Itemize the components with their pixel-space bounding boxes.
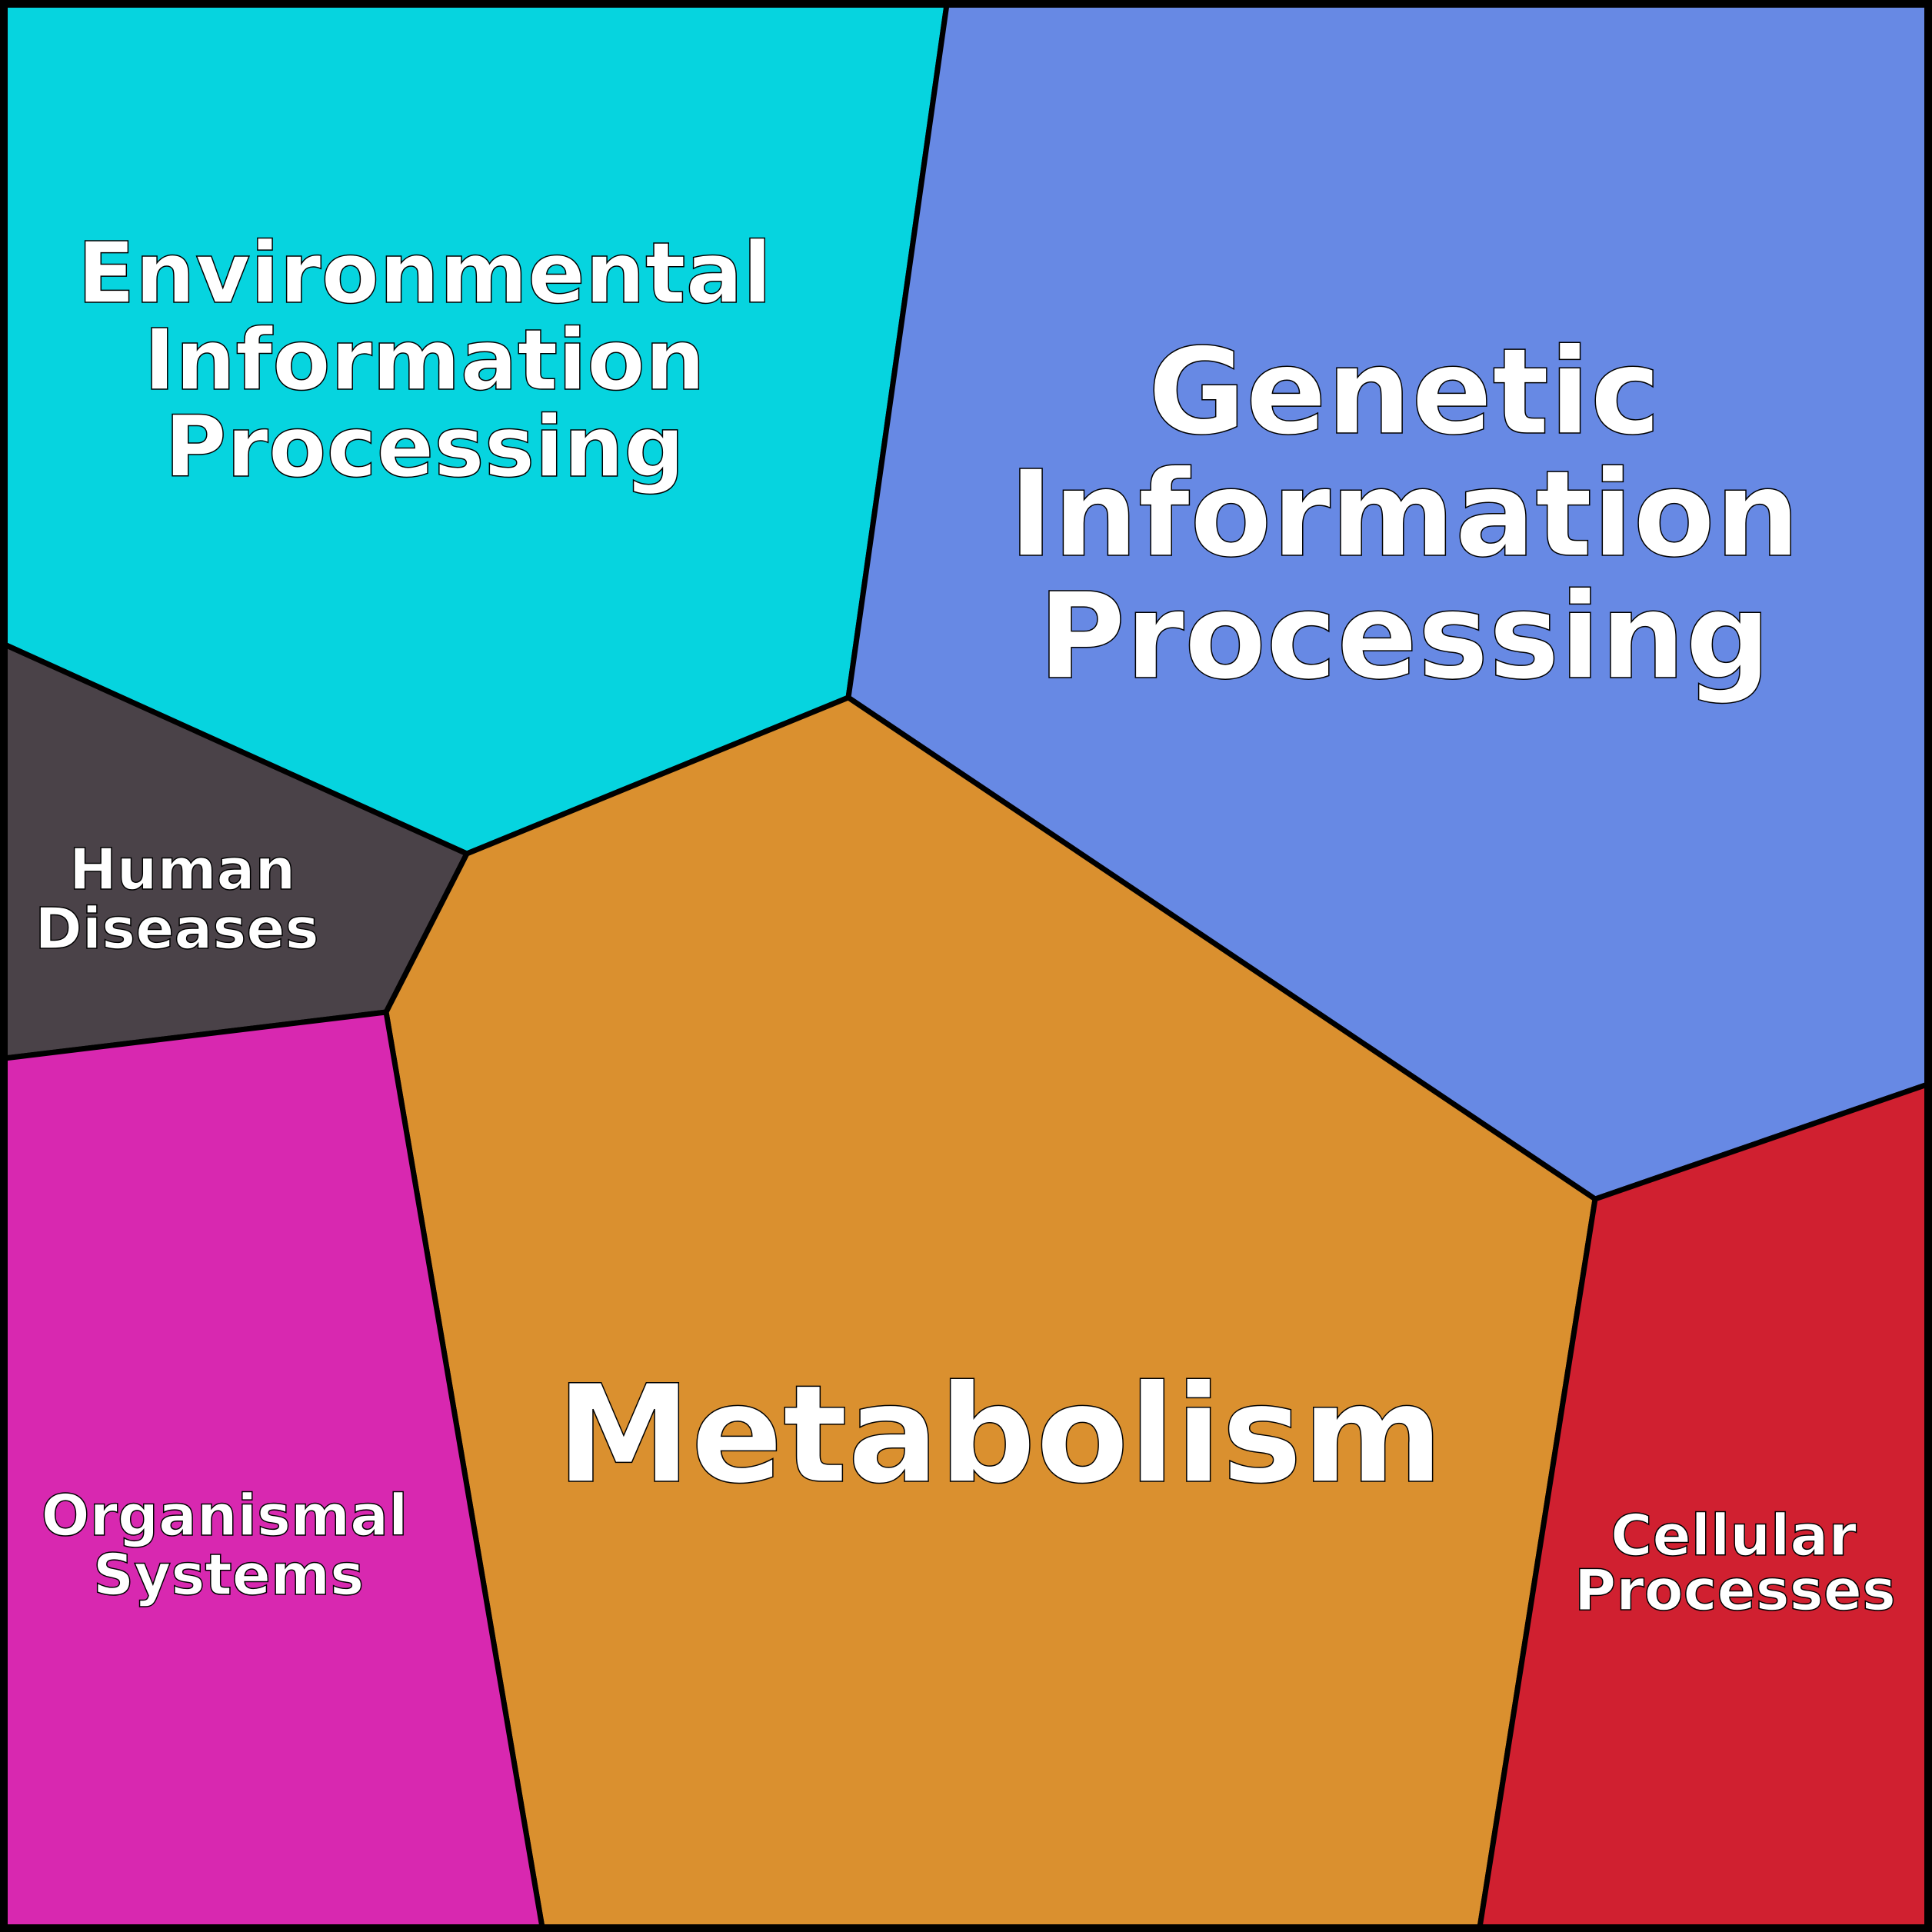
label-environmental-line1: Environmental [77, 224, 771, 322]
label-environmental-line3: Processing [165, 398, 685, 496]
label-metabolism: Metabolism [556, 1356, 1443, 1514]
label-genetic-line2: Information [1009, 445, 1800, 584]
label-organismal-line2: Systems [93, 1542, 364, 1608]
label-genetic-line1: Genetic [1148, 322, 1661, 461]
label-environmental-line2: Information [144, 311, 705, 409]
label-genetic-line3: Processing [1038, 567, 1770, 706]
label-human-line2: Diseases [35, 896, 318, 962]
label-cellular-line2: Processes [1574, 1557, 1896, 1624]
label-human-line1: Human [69, 837, 295, 903]
label-cellular-line1: Cellular [1611, 1503, 1857, 1569]
label-organismal-line1: Organismal [42, 1483, 408, 1549]
